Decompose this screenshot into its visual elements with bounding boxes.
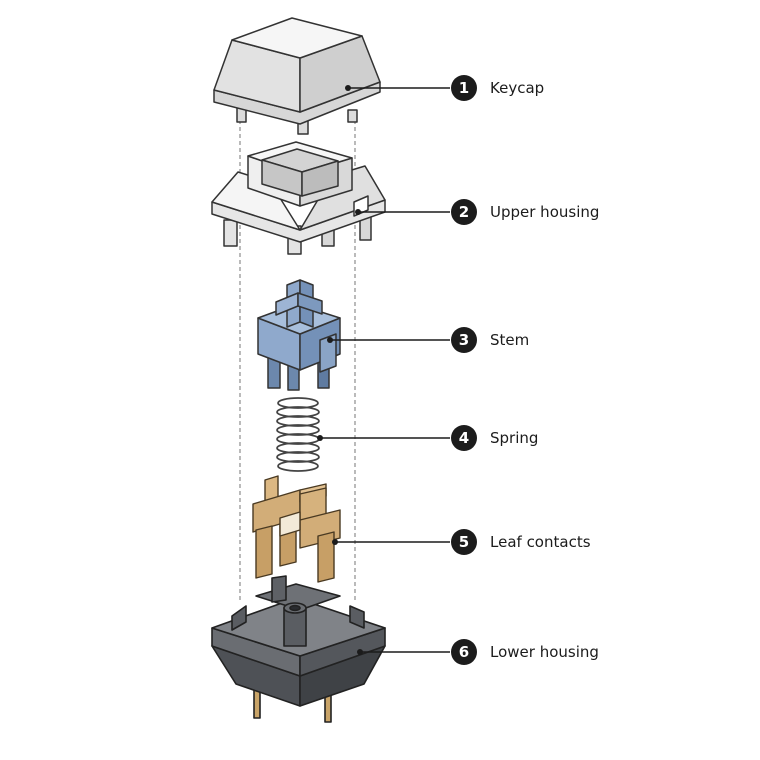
callout-badge [451, 75, 477, 101]
leader-lines [320, 87, 450, 653]
stem [257, 279, 341, 391]
leader-dots [317, 85, 363, 655]
callout-stem: 3 Stem [451, 327, 529, 353]
keycap [213, 17, 381, 135]
callout-number: 2 [459, 203, 469, 221]
callout-badge [451, 327, 477, 353]
callout-lower-housing: 6 Lower housing [451, 639, 599, 665]
callout-spring: 4 Spring [451, 425, 538, 451]
lower-housing [211, 575, 386, 723]
part-label-stem: Stem [490, 331, 529, 349]
callout-number: 3 [459, 331, 469, 349]
callout-badge [451, 425, 477, 451]
leaf-contacts [252, 475, 341, 583]
part-label-lower-housing: Lower housing [490, 643, 599, 661]
callout-number: 4 [459, 429, 469, 447]
part-label-keycap: Keycap [490, 79, 544, 97]
callout-badge [451, 639, 477, 665]
part-label-upper-housing: Upper housing [490, 203, 599, 221]
callout-keycap: 1 Keycap [451, 75, 544, 101]
part-label-spring: Spring [490, 429, 538, 447]
callout-badge [451, 529, 477, 555]
callout-leaf-contacts: 5 Leaf contacts [451, 529, 591, 555]
part-label-leaf-contacts: Leaf contacts [490, 533, 591, 551]
upper-housing [211, 141, 386, 255]
callout-number: 5 [459, 533, 469, 551]
callout-number: 1 [459, 79, 469, 97]
callout-upper-housing: 2 Upper housing [451, 199, 599, 225]
callout-number: 6 [459, 643, 469, 661]
spring [276, 397, 320, 472]
callout-badge [451, 199, 477, 225]
